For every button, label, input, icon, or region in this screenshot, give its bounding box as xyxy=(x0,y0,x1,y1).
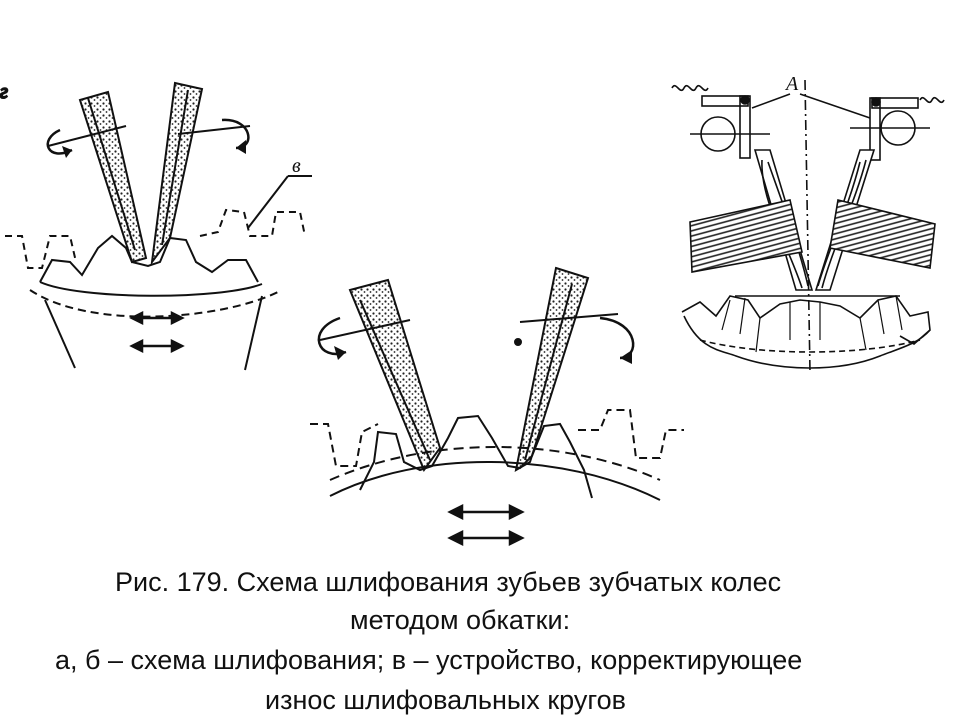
panel-b-right-wheel xyxy=(514,266,590,472)
figure-caption-line-1: Рис. 179. Схема шлифования зубьев зубчат… xyxy=(115,567,782,597)
gear-grinding-figure: г xyxy=(0,73,945,547)
panel-b-diagram xyxy=(310,266,684,547)
panel-b-rotation-arrow-right xyxy=(599,316,635,360)
panel-b-left-wheel xyxy=(348,278,442,473)
figure-caption-line-4: износ шлифовальных кругов xyxy=(265,685,626,715)
panel-a-diagram: г xyxy=(0,80,312,371)
right-wheel-body xyxy=(829,199,936,269)
panel-a-label: г xyxy=(0,81,8,103)
panel-v-label: в xyxy=(292,155,301,177)
figure-caption-line-3: а, б – схема шлифования; в – устройство,… xyxy=(55,645,803,675)
figure-caption-line-2: методом обкатки: xyxy=(350,605,571,635)
panel-a-right-wheel xyxy=(150,81,204,266)
spring-right xyxy=(919,96,945,104)
panel-v-diagram: A xyxy=(671,73,945,373)
spring-left xyxy=(671,84,709,92)
left-wheel-body xyxy=(689,199,803,273)
label-A: A xyxy=(784,73,799,95)
